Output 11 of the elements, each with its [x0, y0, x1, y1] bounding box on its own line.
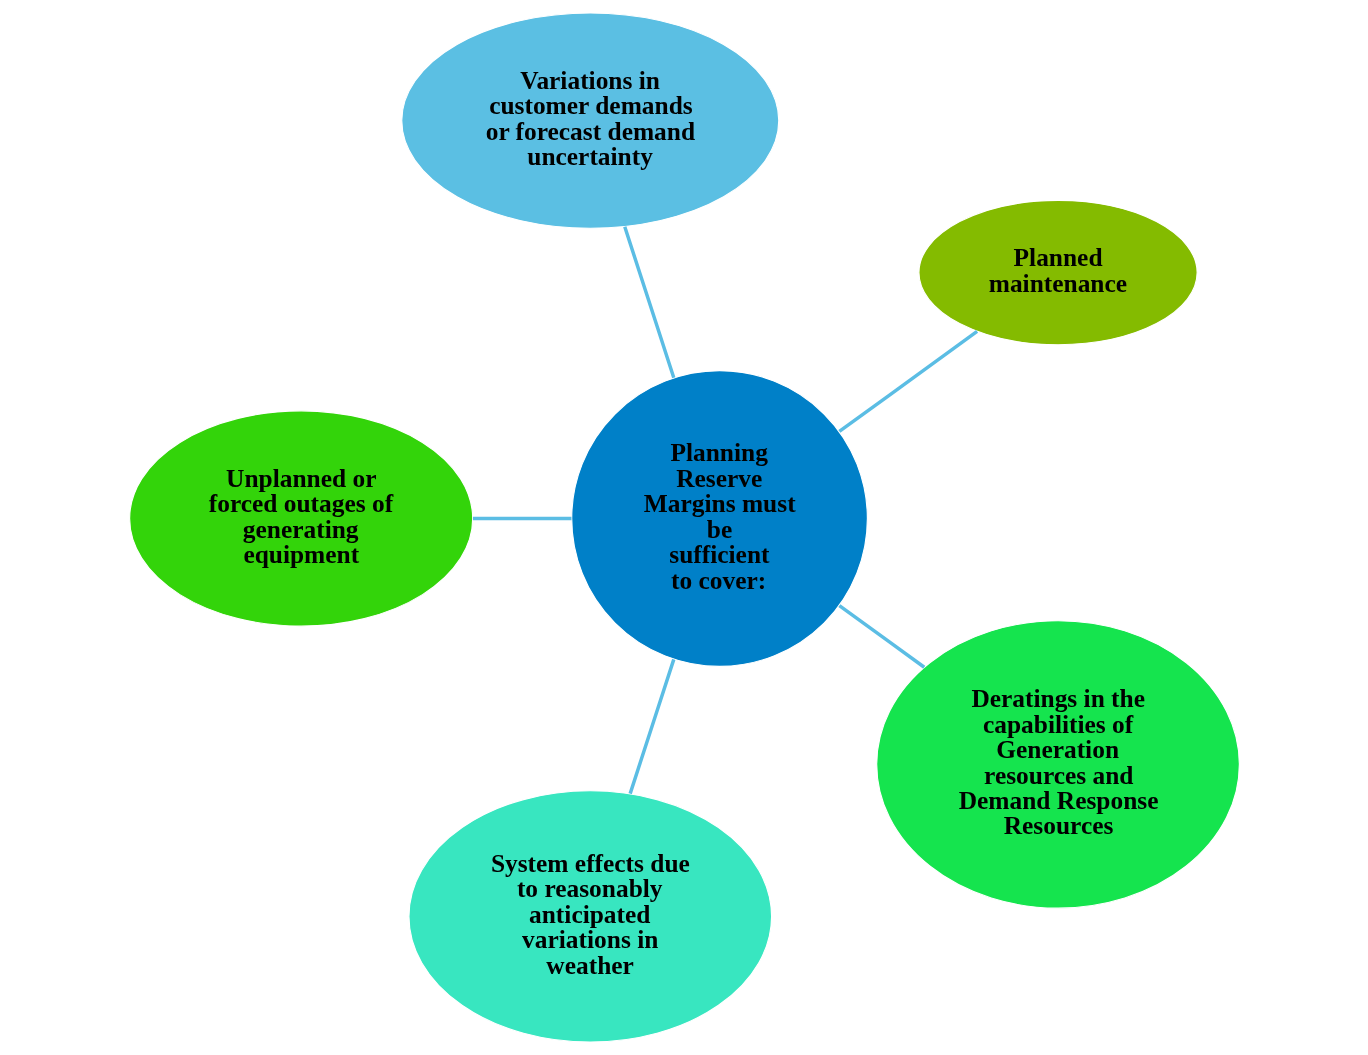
node-ellipse: Planned maintenance — [917, 199, 1198, 346]
connector — [472, 516, 571, 521]
connector — [837, 329, 978, 433]
connector — [622, 226, 675, 379]
connector — [837, 604, 925, 669]
connector — [628, 658, 675, 795]
node-circle: Planning Reserve Margins must be sufficient to cover: — [570, 370, 868, 667]
node-ellipse: System effects due to reasonably anticipated variations in weather — [407, 790, 772, 1043]
node-ellipse: Variations in customer demands or forecast demand uncertainty — [400, 12, 779, 229]
node-ellipse: Deratings in the capabilities of Generation resources and Demand Response Resources — [875, 620, 1240, 909]
node-ellipse: Unplanned or forced outages of generating equipment — [128, 410, 473, 627]
